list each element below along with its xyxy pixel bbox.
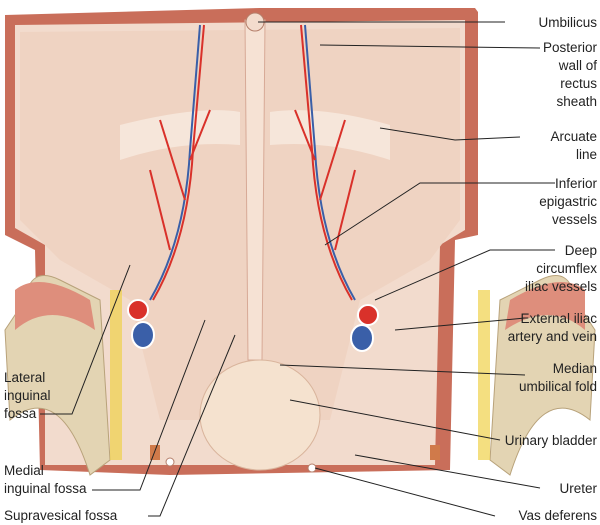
leader-posterior-wall xyxy=(319,44,541,49)
label-line: Medial xyxy=(4,463,44,478)
label-line: inguinal fossa xyxy=(4,481,87,496)
label-line: inguinal xyxy=(4,388,51,403)
label-line: vessels xyxy=(551,212,597,227)
label-median-umbilical-fold: Median umbilical fold xyxy=(519,360,597,396)
label-line: fossa xyxy=(4,406,37,421)
leader-lines xyxy=(40,21,555,517)
label-line: Deep xyxy=(564,243,597,258)
label-supravesical-fossa: Supravesical fossa xyxy=(4,508,118,523)
label-line: umbilical fold xyxy=(518,379,597,394)
left-ureter xyxy=(165,457,175,467)
label-posterior-wall: Posterior wall of rectus sheath xyxy=(543,39,597,111)
label-line: epigastric xyxy=(539,194,597,209)
urinary-bladder xyxy=(199,359,321,471)
leader-bladder xyxy=(289,399,501,441)
label-line: iliac vessels xyxy=(524,279,597,294)
right-iliac-bone xyxy=(489,275,596,476)
label-arcuate-line: Arcuate line xyxy=(550,128,597,164)
label-line: wall of xyxy=(558,58,597,73)
inferior-epigastric-vessels xyxy=(149,24,356,301)
leader-external-iliac xyxy=(394,317,526,331)
label-line: circumflex xyxy=(536,261,597,276)
label-line: Inferior xyxy=(554,176,597,191)
label-medial-inguinal-fossa: Medial inguinal fossa xyxy=(4,462,87,498)
label-line: Posterior xyxy=(542,40,597,55)
label-line: Lateral xyxy=(4,370,46,385)
label-line: line xyxy=(575,147,597,162)
label-urinary-bladder: Urinary bladder xyxy=(504,433,597,448)
label-lateral-inguinal-fossa: Lateral inguinal fossa xyxy=(4,369,51,423)
label-umbilicus: Umbilicus xyxy=(538,15,597,30)
label-external-iliac: External iliac artery and vein xyxy=(508,310,597,346)
right-external-iliac-vein xyxy=(350,324,374,352)
label-line: rectus xyxy=(560,76,597,91)
label-inferior-epigastric: Inferior epigastric vessels xyxy=(539,175,597,229)
leader-median-fold xyxy=(279,364,526,376)
label-deep-circumflex: Deep circumflex iliac vessels xyxy=(525,242,597,296)
leader-circumflex xyxy=(374,249,555,301)
leader-arcuate xyxy=(379,127,521,141)
leader-supravesical xyxy=(148,334,236,517)
leader-vas-deferens xyxy=(314,467,496,517)
label-line: Arcuate xyxy=(550,129,597,144)
right-external-iliac-artery xyxy=(357,304,379,326)
leader-epigastric xyxy=(324,182,555,246)
leader-lateral-fossa xyxy=(40,264,131,415)
leader-ureter xyxy=(354,454,541,489)
right-ureter xyxy=(307,463,317,473)
leader-medial-fossa xyxy=(92,319,206,491)
label-line: Median xyxy=(552,361,597,376)
label-line: sheath xyxy=(556,94,597,109)
arcuate-line-region xyxy=(120,110,240,160)
left-external-iliac-artery xyxy=(127,299,149,321)
median-umbilical-fold xyxy=(244,19,266,361)
label-ureter: Ureter xyxy=(559,481,597,496)
left-iliac-bone xyxy=(4,275,111,476)
label-line: artery and vein xyxy=(507,329,597,344)
label-vas-deferens: Vas deferens xyxy=(518,508,597,523)
label-line: External iliac xyxy=(520,311,597,326)
left-external-iliac-vein xyxy=(131,321,155,349)
